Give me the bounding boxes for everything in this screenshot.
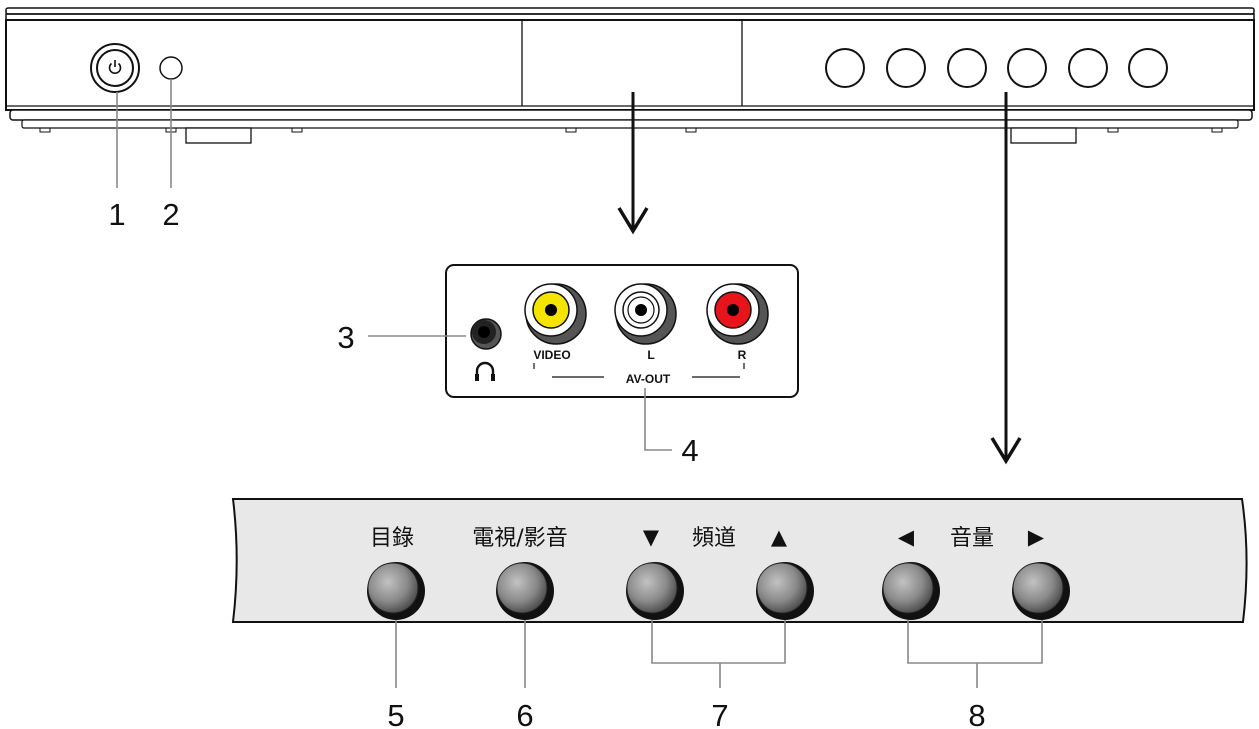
- channel-down-symbol: ▼: [643, 525, 660, 549]
- callout-line-7: [651, 620, 786, 664]
- front-buttons: [825, 48, 1168, 88]
- front-button[interactable]: [1007, 48, 1047, 88]
- volume-down-button[interactable]: [882, 562, 940, 620]
- right-label: R: [738, 348, 747, 362]
- ir-sensor: [159, 56, 183, 80]
- audio-right-jack[interactable]: [706, 283, 769, 345]
- arrow-to-button-panel: [990, 92, 1022, 465]
- menu-label: 目錄: [370, 526, 414, 551]
- volume-label: 音量: [950, 526, 994, 551]
- power-button[interactable]: [90, 43, 140, 93]
- callout-7: 7: [711, 698, 728, 729]
- audio-left-jack[interactable]: [614, 283, 677, 345]
- callout-4: 4: [681, 433, 698, 468]
- arrow-to-av-panel: [617, 92, 649, 235]
- channel-label: 頻道: [692, 526, 736, 551]
- volume-down-symbol: ◀: [898, 525, 915, 549]
- channel-up-button[interactable]: [756, 562, 814, 620]
- callout-3: 3: [337, 320, 354, 355]
- front-button[interactable]: [1128, 48, 1168, 88]
- callout-1: 1: [108, 197, 125, 232]
- video-jack[interactable]: [524, 283, 587, 345]
- callout-5: 5: [387, 698, 404, 729]
- av-out-label: AV-OUT: [626, 372, 671, 386]
- callout-line-4: [644, 388, 672, 451]
- callout-line-8: [907, 620, 1043, 664]
- tv-av-button[interactable]: [496, 562, 554, 620]
- tv-av-label: 電視/影音: [472, 526, 567, 551]
- video-label: VIDEO: [533, 348, 570, 362]
- menu-button[interactable]: [367, 562, 425, 620]
- front-panel: [5, 7, 1255, 144]
- front-button[interactable]: [947, 48, 987, 88]
- front-button[interactable]: [1068, 48, 1108, 88]
- front-button[interactable]: [825, 48, 865, 88]
- channel-down-button[interactable]: [626, 562, 684, 620]
- av-output-panel: VIDEO L R AV-OUT: [445, 264, 799, 398]
- callout-6: 6: [516, 698, 533, 729]
- callout-2: 2: [162, 197, 179, 232]
- volume-up-symbol: ▶: [1028, 525, 1045, 549]
- channel-up-symbol: ▲: [771, 525, 788, 549]
- front-button[interactable]: [886, 48, 926, 88]
- button-panel: 目錄 電視/影音 ▼ 頻道 ▲ ◀ 音量 ▶: [231, 498, 1248, 623]
- callout-8: 8: [968, 698, 985, 729]
- headphone-jack[interactable]: [470, 318, 502, 350]
- headphones-icon: [475, 361, 495, 381]
- left-label: L: [647, 348, 654, 362]
- volume-up-button[interactable]: [1012, 562, 1070, 620]
- power-icon: [108, 60, 122, 75]
